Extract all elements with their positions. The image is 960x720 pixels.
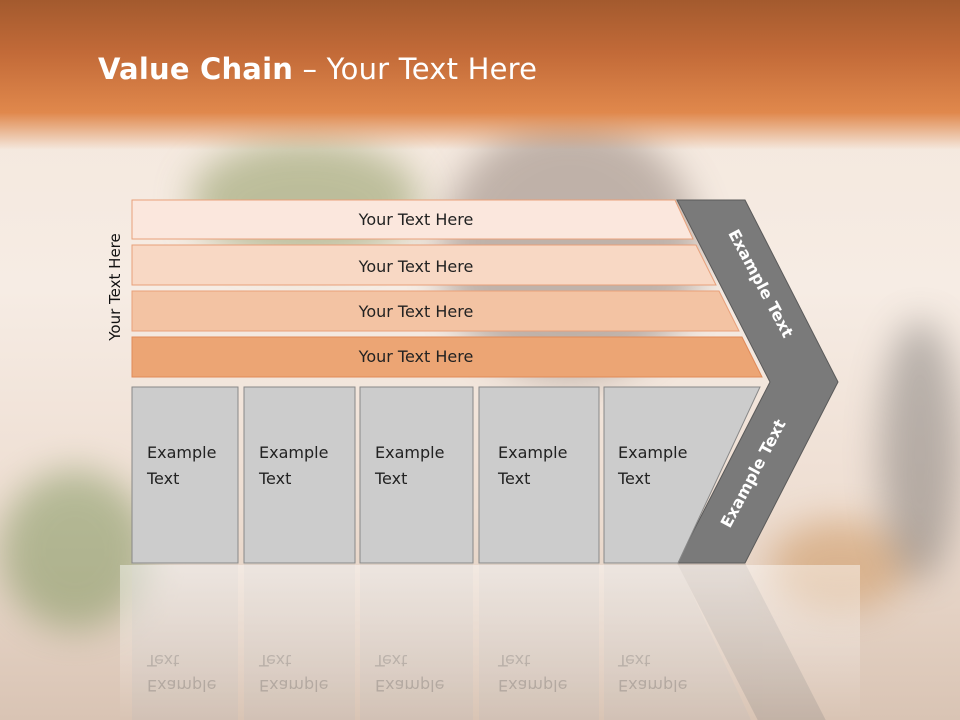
bar-1-label: Your Text Here [358,210,474,229]
box-5-line2: Text [617,469,650,488]
bar-3[interactable] [131,290,740,332]
box-3[interactable] [359,386,474,564]
title-bold: Value Chain [98,52,294,86]
boxes-group: Example Text Example Text Example Text E… [131,386,761,564]
box-4-line2: Text [497,469,530,488]
box-2[interactable] [243,386,356,564]
box-4-line1: Example [498,443,567,462]
box-5[interactable] [603,386,761,564]
bar-2-label: Your Text Here [358,257,474,276]
bar-4[interactable] [131,336,763,378]
bar-1[interactable] [131,199,694,240]
bar-3-label: Your Text Here [358,302,474,321]
reflection-fade [120,565,860,720]
bar-2[interactable] [131,244,717,286]
box-5-line1: Example [618,443,687,462]
box-1-line1: Example [147,443,216,462]
box-4[interactable] [478,386,600,564]
background-appliance [880,320,960,580]
box-2-line2: Text [258,469,291,488]
bar-4-label: Your Text Here [358,347,474,366]
header-band [0,0,960,150]
page-title: Value Chain – Your Text Here [98,52,537,86]
title-rest: – Your Text Here [293,52,538,86]
box-1-line2: Text [146,469,179,488]
box-2-line1: Example [259,443,328,462]
box-3-line2: Text [374,469,407,488]
chevron-arrow[interactable] [676,199,839,564]
box-1[interactable] [131,386,239,564]
bars-group: Your Text Here Your Text Here Your Text … [131,199,763,378]
box-3-line1: Example [375,443,444,462]
